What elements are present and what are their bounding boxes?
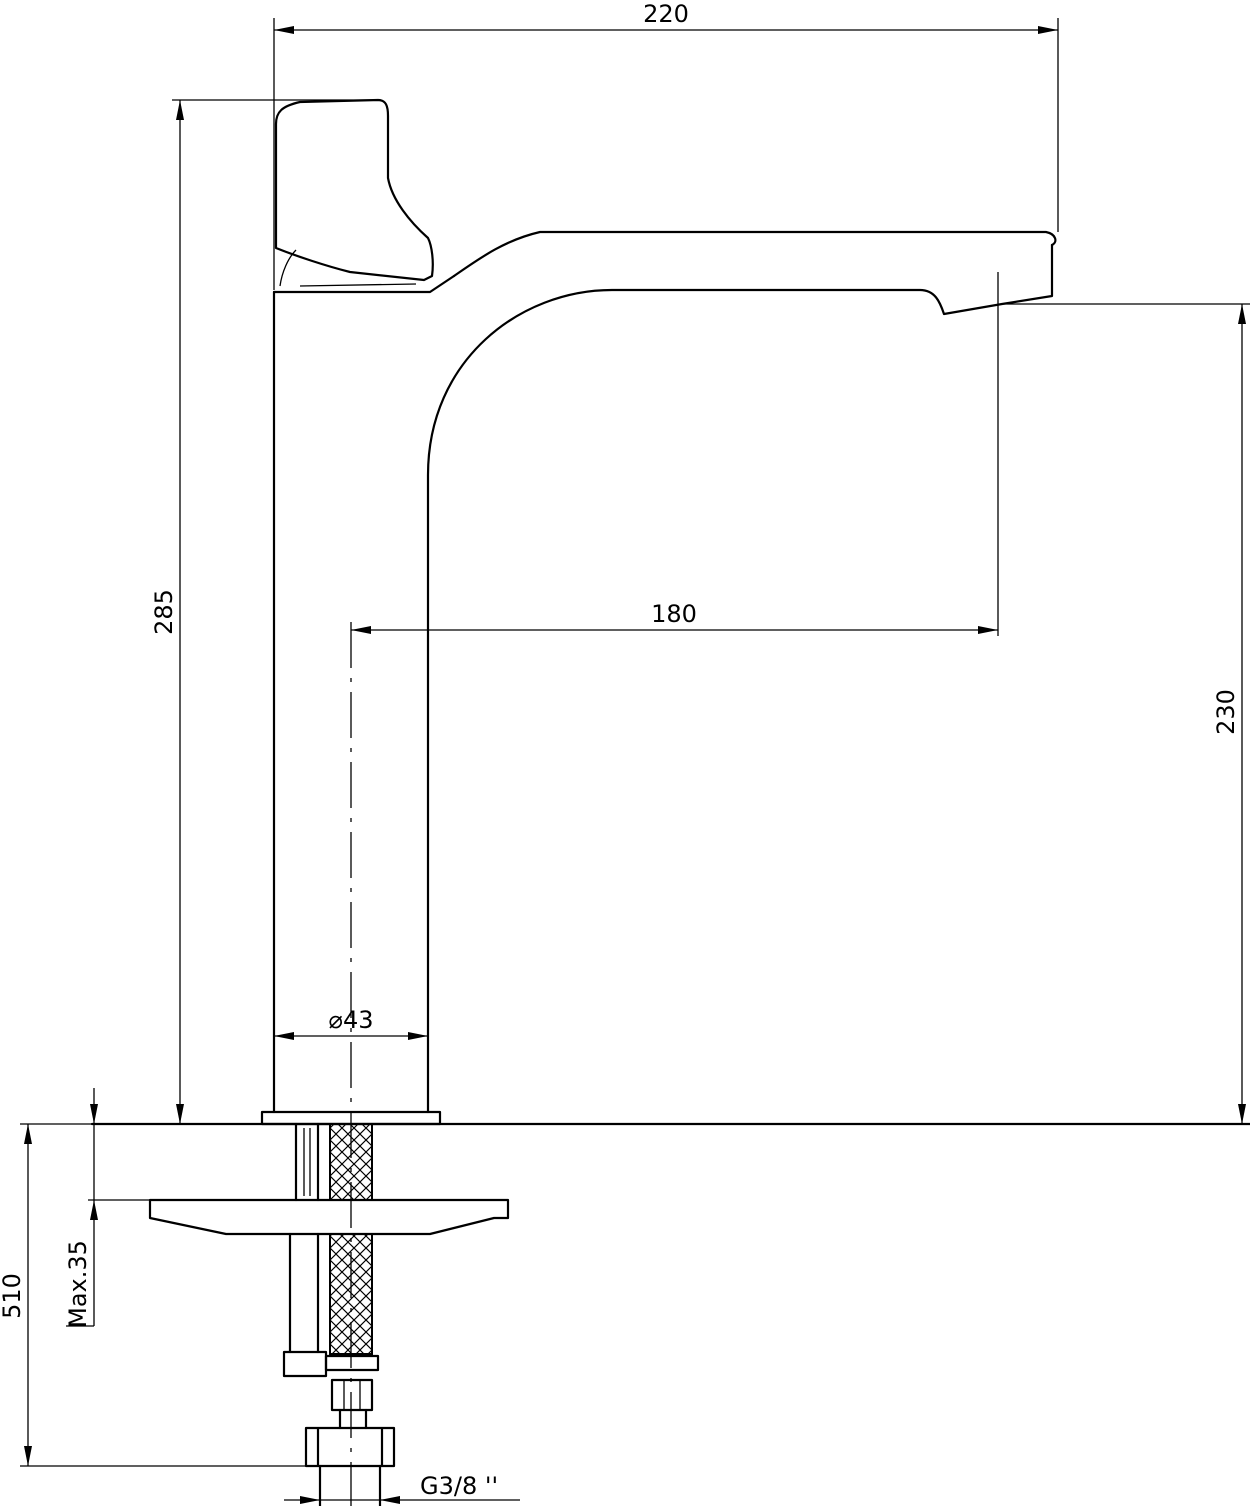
- dim-spout-reach-label: 180: [651, 600, 697, 628]
- dim-body-diameter: ⌀43: [274, 1006, 428, 1040]
- thread-end: [318, 1464, 382, 1506]
- dim-hose-length-label: 510: [0, 1273, 26, 1319]
- dim-spout-reach: 180: [351, 272, 999, 636]
- dim-overall-height: 285: [150, 99, 380, 1124]
- body-cap: [272, 274, 456, 294]
- faucet-body: [90, 98, 1250, 1126]
- body-column: [272, 243, 1054, 1114]
- stud-nut: [282, 1350, 328, 1378]
- dim-overall-length: 220: [273, 0, 1059, 290]
- lever-handle: [274, 98, 434, 282]
- dim-max-deck-thickness: Max.35: [64, 1088, 150, 1328]
- lever-skirt: [279, 249, 417, 287]
- dim-body-diameter-label: ⌀43: [329, 1006, 374, 1034]
- dim-spout-height-label: 230: [1212, 689, 1240, 735]
- under-deck-assembly: [148, 1122, 510, 1506]
- spout-top: [452, 230, 1057, 278]
- threaded-stud: [288, 1122, 320, 1354]
- connection-hex-nut: [304, 1426, 396, 1468]
- dim-connection-thread: G3/8 '': [284, 1472, 520, 1504]
- dim-overall-length-label: 220: [643, 0, 689, 28]
- dim-spout-height: 230: [1002, 303, 1250, 1124]
- dim-overall-height-label: 285: [150, 589, 178, 635]
- mounting-clamp: [148, 1198, 510, 1236]
- dim-hose-length: 510: [0, 1123, 306, 1467]
- hose-ferrule: [324, 1354, 380, 1412]
- dim-connection-thread-label: G3/8 '': [420, 1472, 498, 1500]
- dim-max-deck-thickness-label: Max.35: [64, 1240, 92, 1328]
